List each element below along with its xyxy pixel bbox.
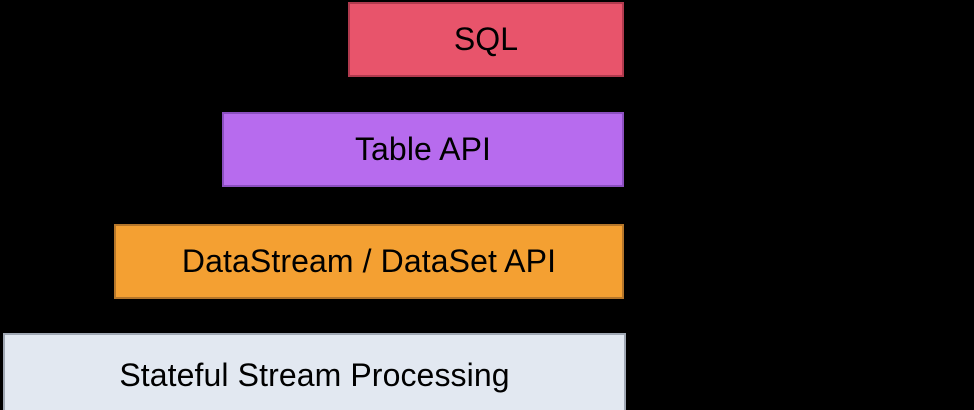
layer-label-table-api: Table API	[354, 130, 492, 167]
layer-label-sql: SQL	[453, 20, 519, 57]
layer-box-datastream-dataset-api[interactable]: DataStream / DataSet API	[114, 224, 624, 299]
layer-label-stateful-stream-processing: Stateful Stream Processing	[119, 357, 510, 393]
layer-label-datastream-dataset-api: DataStream / DataSet API	[181, 242, 557, 279]
layer-box-sql[interactable]: SQL	[348, 2, 624, 77]
layer-box-stateful-stream-processing[interactable]: Stateful Stream Processing	[3, 333, 626, 410]
layer-box-table-api[interactable]: Table API	[222, 112, 624, 187]
